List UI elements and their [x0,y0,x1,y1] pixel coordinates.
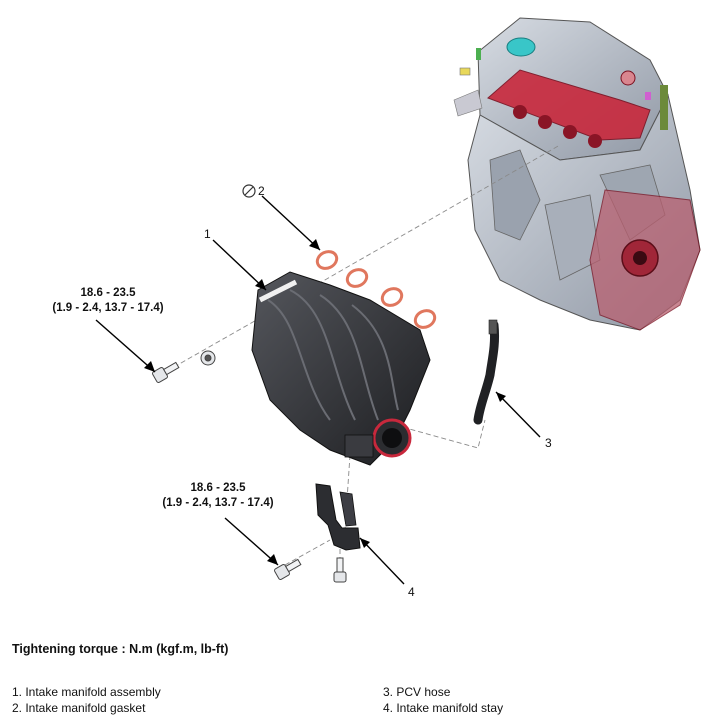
pcv-hose [473,319,499,425]
intake-manifold [251,271,431,466]
torque-upper-units: (1.9 - 2.4, 13.7 - 17.4) [52,302,164,314]
nut-upper [200,350,216,366]
bolt-lower-left [274,558,302,580]
bolts [152,350,347,583]
callout-3: 3 [545,436,552,450]
callout-1: 1 [204,227,211,241]
legend-left: 1. Intake manifold assembly 2. Intake ma… [12,684,161,716]
torque-lower-value: 18.6 - 23.5 [190,482,246,494]
exploded-diagram [95,17,701,585]
replace-part-icon [242,184,256,198]
intake-manifold-gaskets [315,250,437,329]
engine-assembly [453,17,701,331]
legend-item-3: 3. PCV hose [383,685,451,699]
leader-arrowheads [144,239,506,565]
torque-caption: Tightening torque : N.m (kgf.m, lb-ft) [12,642,229,656]
callout-2: 2 [258,184,265,198]
torque-spec-lower: 18.6 - 23.5 (1.9 - 2.4, 13.7 - 17.4) [128,481,308,511]
legend-item-2: 2. Intake manifold gasket [12,701,146,715]
intake-manifold-stay [315,483,361,551]
bolt-lower-right [333,557,347,583]
leader-lines [95,195,541,585]
legend-item-4: 4. Intake manifold stay [383,701,504,715]
torque-upper-value: 18.6 - 23.5 [80,287,136,299]
torque-lower-units: (1.9 - 2.4, 13.7 - 17.4) [162,497,274,509]
legend-item-1: 1. Intake manifold assembly [12,685,161,699]
bolt-upper [152,361,180,383]
legend-right: 3. PCV hose 4. Intake manifold stay [383,684,503,716]
torque-spec-upper: 18.6 - 23.5 (1.9 - 2.4, 13.7 - 17.4) [18,286,198,316]
callout-4: 4 [408,585,415,599]
